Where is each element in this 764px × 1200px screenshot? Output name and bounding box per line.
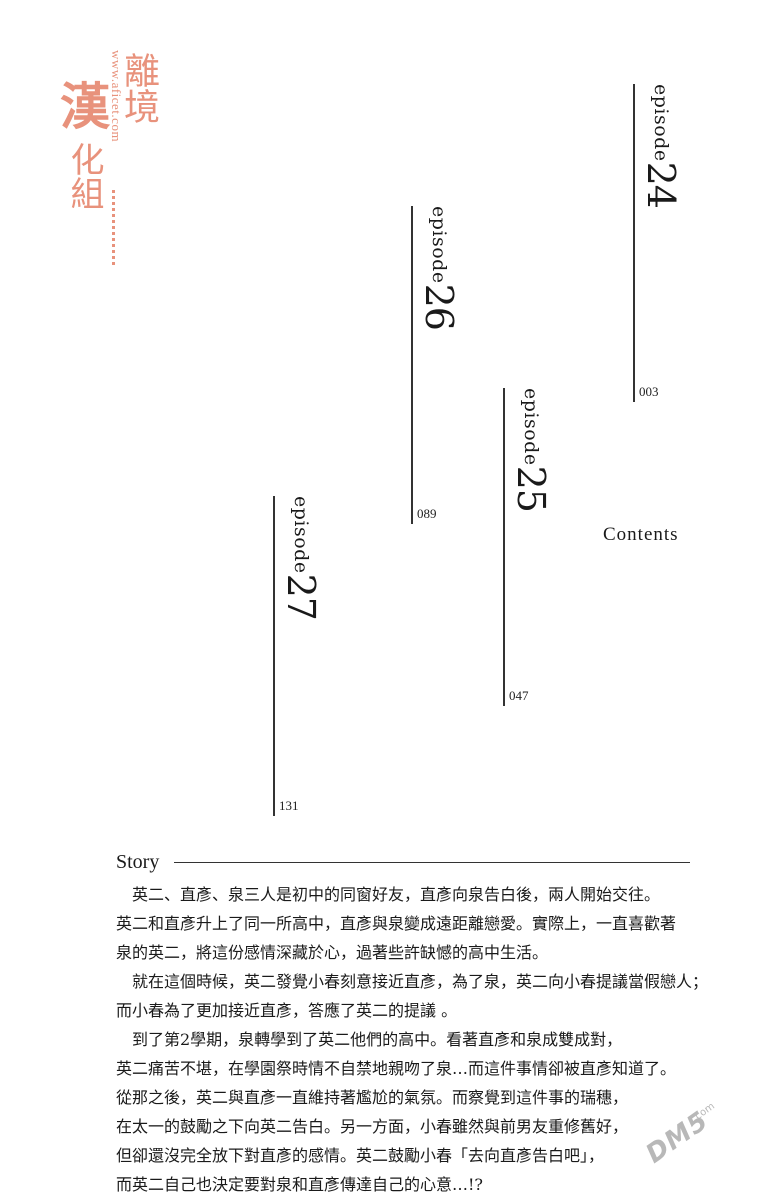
contents-heading: Contents (603, 524, 679, 545)
story-line: 在太一的鼓勵之下向英二告白。另一方面，小春雖然與前男友重修舊好， (116, 1117, 629, 1136)
episode-number: 24 (639, 161, 683, 208)
watermark-li-jing: 離境 (118, 52, 159, 124)
story-text: 英二、直彥、泉三人是初中的同窗好友，直彥向泉告白後，兩人開始交往。 英二和直彥升… (116, 880, 716, 1199)
episode-number: 27 (279, 573, 323, 620)
story-line: 就在這個時候，英二發覺小春刻意接近直彥，為了泉，英二向小春提議當假戀人； (132, 972, 709, 991)
story-line: 而英二自己也決定要對泉和直彥傳達自己的心意…!? (116, 1175, 484, 1194)
episode-26-rule (411, 206, 413, 524)
episode-25-label: episode25 (509, 388, 553, 512)
watermark-hua-zu: 化組 (64, 142, 104, 210)
episode-25-rule (503, 388, 505, 706)
episode-26-label: episode26 (417, 206, 461, 330)
episode-word: episode (290, 496, 312, 574)
story-line: 而小春為了更加接近直彥，答應了英二的提議 。 (116, 1001, 458, 1020)
episode-26-page: 089 (417, 506, 437, 521)
episode-27-label: episode27 (279, 496, 323, 620)
story-line: 但卻還沒完全放下對直彥的感情。英二鼓勵小春「去向直彥告白吧」， (116, 1146, 605, 1165)
story-line: 到了第2學期，泉轉學到了英二他們的高中。看著直彥和泉成雙成對， (132, 1030, 623, 1049)
watermark-dots (112, 190, 119, 265)
story-title: Story (116, 851, 160, 873)
episode-25-page: 047 (509, 688, 529, 703)
watermark-han: 漢 (60, 77, 110, 136)
watermark-url: www.aficet.com (109, 50, 124, 143)
episode-number: 25 (509, 465, 553, 512)
episode-word: episode (650, 84, 672, 162)
story-line: 英二和直彥升上了同一所高中，直彥與泉變成遠距離戀愛。實際上，一直喜歡著 (116, 914, 677, 933)
episode-number: 26 (417, 283, 461, 330)
story-line: 泉的英二，將這份感情深藏於心，過著些許缺憾的高中生活。 (116, 943, 549, 962)
story-header: Story (116, 851, 690, 875)
story-line: 英二、直彥、泉三人是初中的同窗好友，直彥向泉告白後，兩人開始交往。 (132, 885, 661, 904)
watermark-logo: www.aficet.com 離境 漢 化組 (56, 50, 166, 265)
story-divider (174, 862, 690, 863)
episode-24-rule (633, 84, 635, 402)
episode-27-page: 131 (279, 798, 299, 813)
story-line: 英二痛苦不堪，在學園祭時情不自禁地親吻了泉…而這件事情卻被直彥知道了。 (116, 1059, 677, 1078)
episode-word: episode (520, 388, 542, 466)
episode-24-page: 003 (639, 384, 659, 399)
episode-27-rule (273, 496, 275, 816)
story-line: 從那之後，英二與直彥一直維持著尷尬的氣氛。而察覺到這件事的瑞穗， (116, 1088, 629, 1107)
episode-word: episode (428, 206, 450, 284)
episode-24-label: episode24 (639, 84, 683, 208)
